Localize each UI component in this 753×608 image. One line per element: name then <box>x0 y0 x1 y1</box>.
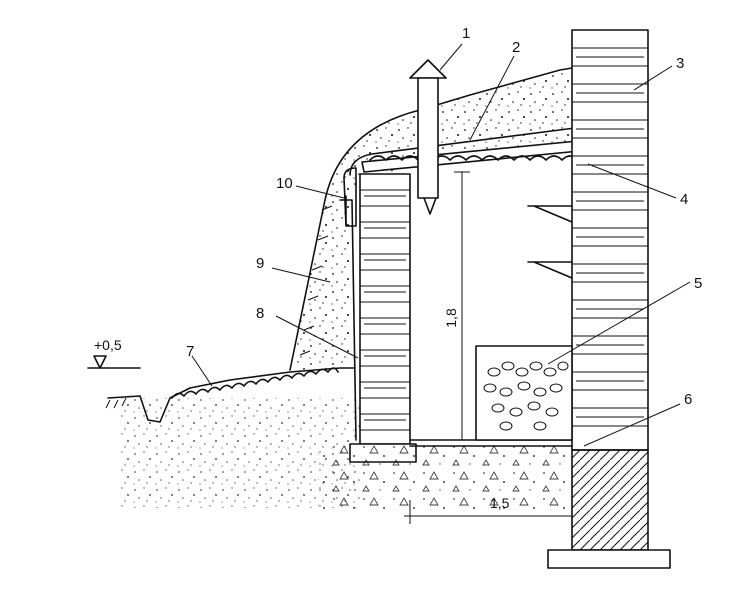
level-mark-label: +0,5 <box>94 337 122 353</box>
height-dimension <box>454 171 470 440</box>
callout-5: 5 <box>694 275 702 292</box>
callout-2: 2 <box>512 39 520 56</box>
callout-9: 9 <box>256 255 264 272</box>
callout-6: 6 <box>684 391 692 408</box>
width-dimension <box>404 500 573 524</box>
width-dimension-label: 1,5 <box>490 495 510 511</box>
callout-8: 8 <box>256 305 264 322</box>
height-dimension-label: 1,8 <box>443 308 459 328</box>
callout-4: 4 <box>680 191 688 208</box>
inner-brick-wall <box>349 173 417 463</box>
callout-1: 1 <box>462 25 470 42</box>
shelves <box>527 205 573 279</box>
floor-base <box>318 439 573 510</box>
house-brick-wall <box>571 29 649 451</box>
callout-7: 7 <box>186 343 194 360</box>
house-foundation <box>547 449 671 569</box>
vegetable-bin <box>475 345 573 441</box>
gravel-blind-area <box>171 367 339 399</box>
callout-10: 10 <box>276 175 293 192</box>
level-mark <box>87 355 141 369</box>
leader-lines <box>191 43 691 447</box>
callout-3: 3 <box>676 55 684 72</box>
ventilation-pipe <box>409 59 447 215</box>
